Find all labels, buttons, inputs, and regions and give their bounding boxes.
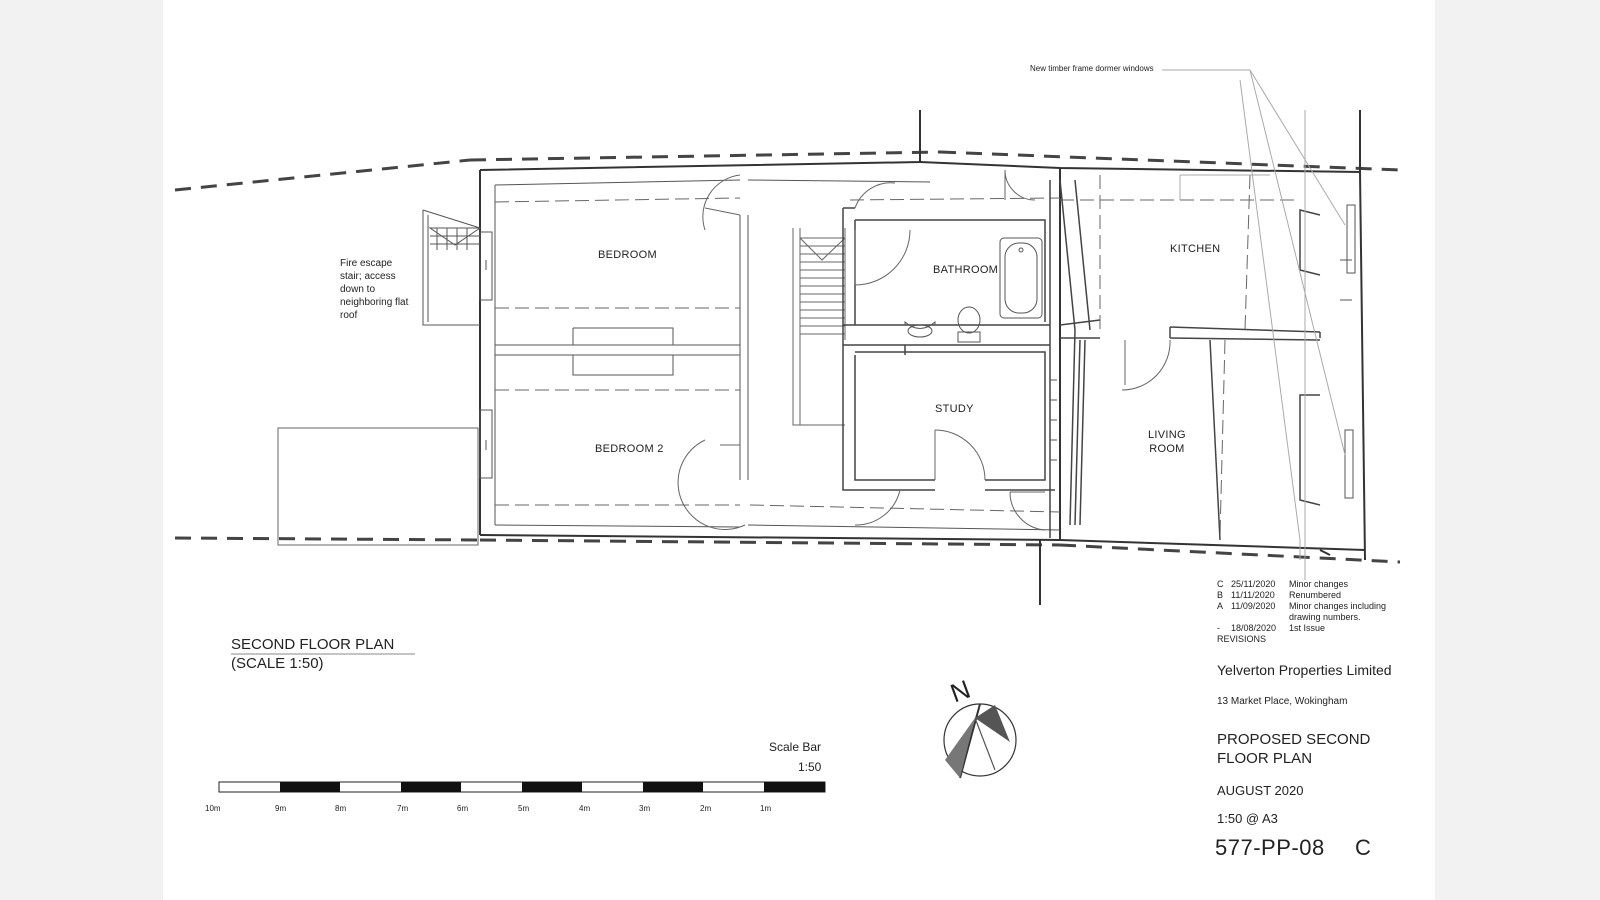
revision-row: C 25/11/2020 Minor changes — [1217, 579, 1386, 590]
drawing-scale: 1:50 @ A3 — [1217, 811, 1278, 826]
revision-row: A 11/09/2020 Minor changes including dra… — [1217, 601, 1386, 623]
kitchen-living-walls — [1059, 179, 1321, 541]
room-label-bedroom: BEDROOM — [598, 249, 657, 261]
bedroom-walls — [494, 179, 1061, 531]
revision-code: B — [1217, 590, 1224, 600]
revision-code: C — [1217, 579, 1224, 589]
scale-tick: 6m — [457, 804, 469, 813]
room-label-bathroom: BATHROOM — [933, 264, 999, 276]
revision-description: 1st Issue — [1289, 623, 1326, 633]
north-arrow — [943, 703, 1017, 779]
wc — [957, 306, 981, 343]
scale-tick: 10m — [205, 804, 221, 813]
revision-date: 25/11/2020 — [1231, 579, 1276, 589]
scale-tick: 2m — [700, 804, 712, 813]
scale-tick: 1m — [760, 804, 772, 813]
wall-ticks — [1050, 259, 1352, 461]
bath — [999, 237, 1043, 319]
revision-date: 18/08/2020 — [1231, 623, 1277, 633]
scale-tick: 3m — [639, 804, 651, 813]
revision-description: Renumbered — [1289, 590, 1342, 600]
site-boundary — [174, 150, 1401, 564]
plan-title-line-2: (SCALE 1:50) — [231, 655, 324, 672]
room-label-bedroom-2: BEDROOM 2 — [595, 443, 664, 455]
room-label-living-room: LIVING ROOM — [1148, 428, 1186, 456]
revision-row: B 11/11/2020 Renumbered — [1217, 590, 1386, 601]
revisions-heading: REVISIONS — [1217, 634, 1267, 644]
scale-tick: 8m — [335, 804, 347, 813]
living-room-line-2: ROOM — [1149, 443, 1185, 455]
door-swings — [677, 169, 1171, 531]
plan-title-line-1: SECOND FLOOR PLAN — [231, 636, 395, 653]
scale-bar-scale: 1:50 — [798, 760, 822, 774]
main-stair — [792, 228, 846, 426]
company-address: 13 Market Place, Wokingham — [1217, 696, 1348, 707]
dormer-windows — [479, 204, 1356, 499]
fire-escape-stair — [422, 209, 482, 326]
revision-date: 11/09/2020 — [1231, 601, 1276, 611]
revision-description: Minor changes including drawing numbers. — [1289, 601, 1387, 622]
scale-tick: 9m — [275, 804, 287, 813]
drawing-date: AUGUST 2020 — [1217, 783, 1304, 798]
revision-code: - — [1217, 623, 1220, 633]
neighbouring-extension — [277, 427, 479, 546]
leader-lines — [1162, 69, 1346, 580]
scale-bar — [218, 781, 826, 793]
revisions-table: C 25/11/2020 Minor changes B 11/11/2020 … — [1217, 579, 1386, 645]
drawing-number: 577-PP-08 — [1215, 835, 1325, 860]
room-label-study: STUDY — [935, 403, 974, 415]
living-room-line-1: LIVING — [1148, 429, 1186, 441]
revision-row: - 18/08/2020 1st Issue — [1217, 623, 1386, 634]
scale-bar-title: Scale Bar — [769, 740, 822, 754]
revision-code: A — [1217, 601, 1224, 611]
drawing-title: PROPOSED SECOND FLOOR PLAN — [1217, 731, 1371, 767]
scale-tick: 4m — [579, 804, 591, 813]
drawing-sheet — [163, 0, 1435, 900]
room-label-kitchen: KITCHEN — [1170, 243, 1221, 255]
bathroom-walls — [842, 180, 1055, 538]
basin — [904, 320, 936, 338]
dormer-annotation: New timber frame dormer windows — [1030, 64, 1154, 73]
fire-escape-note: Fire escape stair; access down to neighb… — [340, 258, 409, 321]
revision-date: 11/11/2020 — [1231, 590, 1275, 600]
company-name: Yelverton Properties Limited — [1217, 662, 1392, 678]
external-walls — [479, 110, 1366, 605]
revision-description: Minor changes — [1289, 579, 1349, 589]
scale-tick: 5m — [518, 804, 530, 813]
plan-title: SECOND FLOOR PLAN (SCALE 1:50) — [231, 635, 394, 673]
drawing-revision: C — [1355, 835, 1372, 860]
eaves-lines — [494, 174, 1300, 536]
scale-tick: 7m — [397, 804, 409, 813]
